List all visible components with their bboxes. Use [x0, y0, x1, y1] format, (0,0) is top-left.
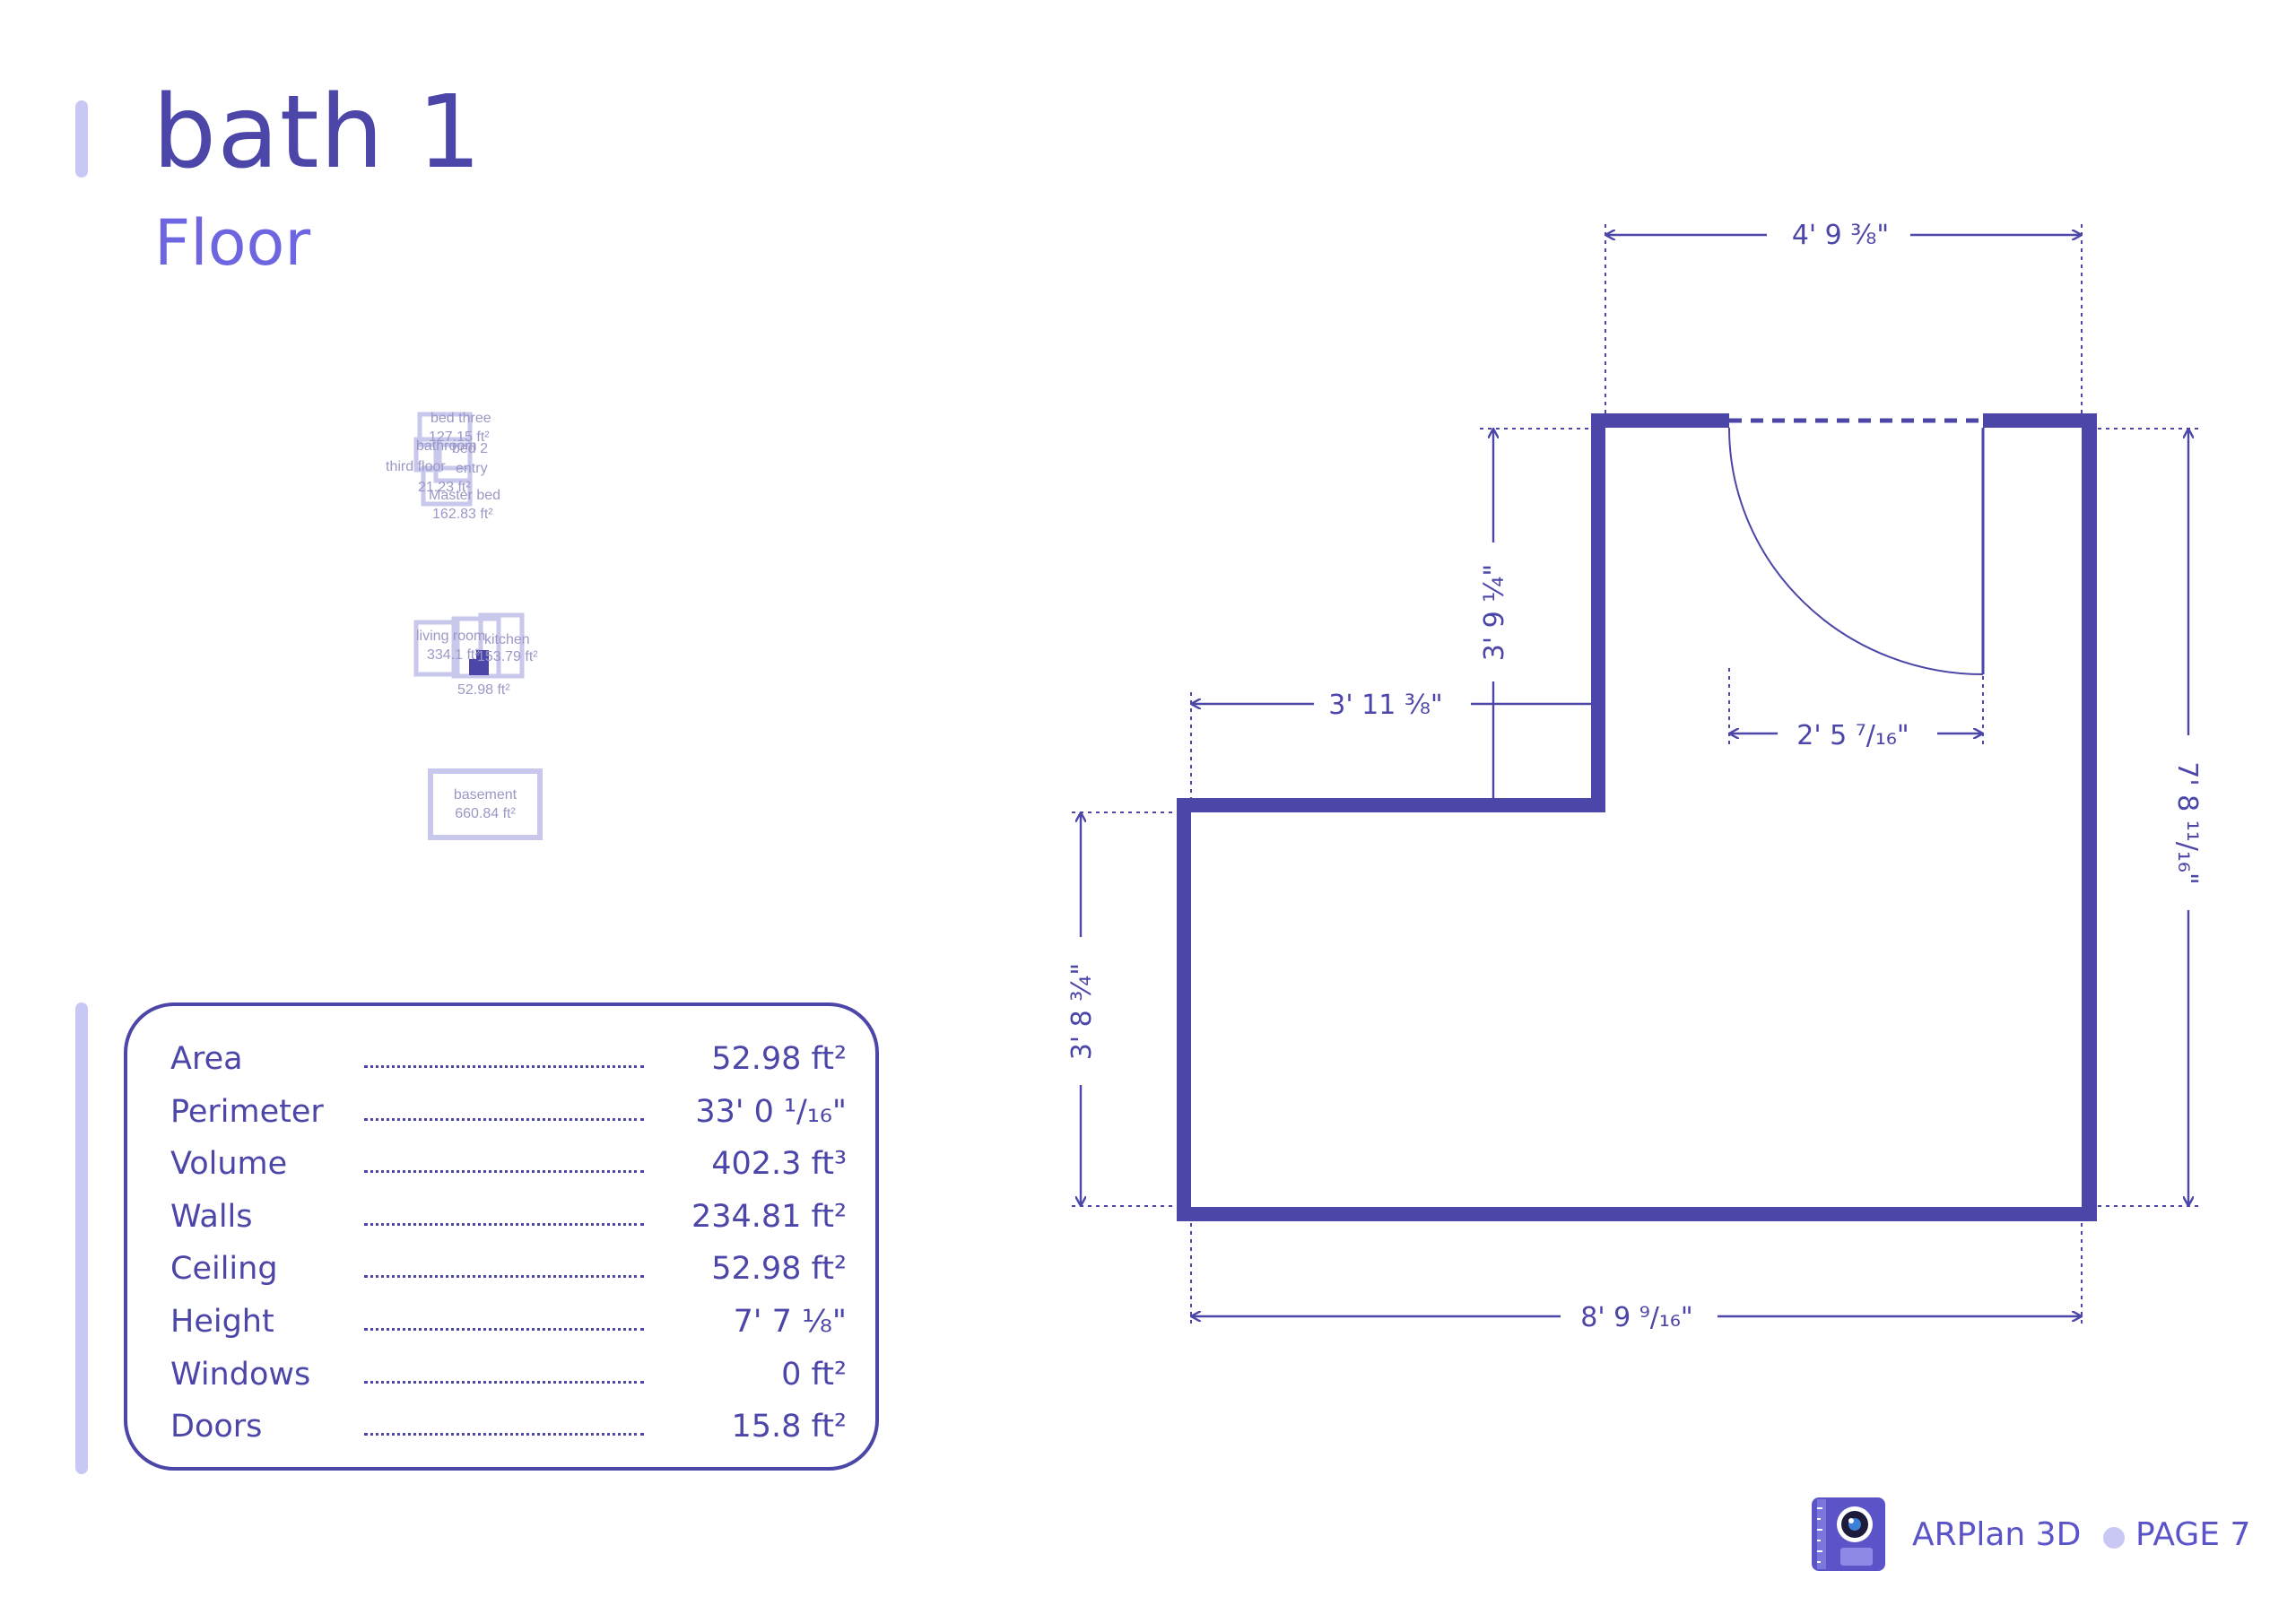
dimension-label-right: 7' 8 ¹¹/₁₆": [2171, 761, 2203, 885]
dimension-label-door: 2' 5 ⁷/₁₆": [1796, 720, 1909, 751]
minimap-room-outline: [478, 612, 525, 679]
stat-label: Windows: [170, 1356, 311, 1393]
stat-label: Perimeter: [170, 1093, 324, 1130]
dimension-lines: [1081, 235, 2188, 1316]
walls: [1177, 413, 2097, 1221]
minimap-room-area: 52.98 ft²: [457, 682, 510, 698]
app-icon-base: [1840, 1548, 1873, 1566]
app-icon-ruler-ticks: [1817, 1507, 1822, 1563]
dimension-label-step: 3' 11 ⅜": [1328, 690, 1442, 721]
minimap-main-floor: [413, 612, 525, 679]
stat-label: Height: [170, 1303, 274, 1340]
minimap-room-label: basement: [454, 787, 517, 803]
room-stats-card: Area 52.98 ft² Perimeter 33' 0 ¹/₁₆" Vol…: [124, 1002, 879, 1471]
door: [1728, 418, 1985, 675]
minimap-upper-floor: [413, 412, 473, 507]
minimap-main-labels: living room 334.1 ft² kitchen 153.79 ft²…: [416, 629, 538, 698]
stat-value: 33' 0 ¹/₁₆": [695, 1093, 847, 1130]
stat-row-walls: Walls 234.81 ft²: [170, 1191, 847, 1244]
wall-step-vertical: [1591, 413, 1605, 812]
page-title: bath 1: [152, 74, 483, 191]
stat-row-height: Height 7' 7 ⅛": [170, 1296, 847, 1349]
minimap-room-outline: [451, 616, 501, 679]
dimension-labels: 4' 9 ⅜" 3' 9 ¼" 3' 11 ⅜" 2' 5 ⁷/₁₆" 7' 8…: [1066, 220, 2203, 1333]
dimension-label-lower-left: 3' 8 ¾": [1066, 963, 1098, 1060]
dot-leader: [364, 1222, 644, 1226]
minimap-lower-labels: basement 660.84 ft²: [454, 787, 517, 821]
minimap-basement-outline: [428, 768, 543, 840]
app-icon-ruler: [1817, 1499, 1826, 1569]
stat-row-doors: Doors 15.8 ft²: [170, 1401, 847, 1454]
dot-leader: [364, 1380, 644, 1384]
minimap-room-area: 153.79 ft²: [477, 649, 538, 664]
minimap-room-area: 660.84 ft²: [455, 806, 516, 821]
stat-value: 7' 7 ⅛": [733, 1303, 847, 1340]
minimap-room-label: third floor: [386, 459, 446, 474]
door-swing-arc: [1728, 427, 1984, 675]
minimap-room-area: 162.83 ft²: [432, 507, 493, 522]
minimap-room-outline: [421, 465, 473, 507]
footer-brand: ARPlan 3D: [1912, 1516, 2082, 1553]
stat-label: Walls: [170, 1198, 253, 1235]
building-minimap: bed three 127.15 ft² bathroom bed 2 thir…: [386, 411, 543, 840]
dot-leader: [364, 1065, 644, 1068]
dot-leader: [364, 1433, 644, 1436]
stat-row-windows: Windows 0 ft²: [170, 1349, 847, 1402]
arplan-app-icon: [1812, 1497, 1885, 1571]
minimap-current-room: [469, 650, 489, 675]
minimap-room-label: entry: [456, 461, 488, 476]
stat-row-volume: Volume 402.3 ft³: [170, 1138, 847, 1191]
stat-row-perimeter: Perimeter 33' 0 ¹/₁₆": [170, 1086, 847, 1139]
minimap-room-area: 21.23 ft²: [418, 480, 471, 495]
dot-leader: [364, 1275, 644, 1279]
stat-value: 15.8 ft²: [731, 1409, 847, 1445]
wall-right: [2082, 413, 2097, 1221]
stat-value: 0 ft²: [781, 1356, 847, 1393]
extension-lines: [1072, 224, 2199, 1327]
wall-top-right: [1983, 413, 2097, 428]
minimap-room-label: living room: [416, 629, 485, 644]
wall-step-horizontal: [1177, 798, 1605, 812]
minimap-room-outline: [413, 620, 460, 677]
dimension-label-upper-left: 3' 9 ¼": [1479, 564, 1510, 661]
stats-accent-bar: [75, 1002, 88, 1474]
stat-value: 234.81 ft²: [691, 1198, 847, 1235]
page-subtitle: Floor: [154, 206, 311, 280]
minimap-room-label: bathroom: [416, 438, 477, 454]
wall-left: [1177, 798, 1191, 1221]
stat-value: 402.3 ft³: [711, 1146, 847, 1183]
minimap-room-label: kitchen: [484, 632, 530, 647]
wall-bottom: [1177, 1207, 2097, 1221]
dimension-label-top: 4' 9 ⅜": [1792, 220, 1889, 251]
wall-top-left: [1591, 413, 1729, 428]
minimap-room-outline: [417, 412, 473, 447]
stat-value: 52.98 ft²: [711, 1041, 847, 1077]
footer-dot: [2103, 1527, 2125, 1549]
dot-leader: [364, 1327, 644, 1331]
stat-row-area: Area 52.98 ft²: [170, 1033, 847, 1086]
minimap-room-area: 334.1 ft²: [427, 647, 480, 663]
dot-leader: [364, 1117, 644, 1121]
page-number: PAGE 7: [2135, 1516, 2251, 1553]
stat-label: Ceiling: [170, 1251, 278, 1288]
app-icon-lens-highlight: [1848, 1518, 1854, 1523]
stat-row-ceiling: Ceiling 52.98 ft²: [170, 1243, 847, 1296]
stat-label: Area: [170, 1041, 243, 1077]
stat-value: 52.98 ft²: [711, 1251, 847, 1288]
dimension-label-bottom: 8' 9 ⁹/₁₆": [1580, 1302, 1692, 1333]
minimap-room-label: bed three: [430, 411, 491, 426]
minimap-upper-labels: bed three 127.15 ft² bathroom bed 2 thir…: [386, 411, 500, 522]
stat-label: Doors: [170, 1409, 263, 1445]
minimap-room-label: Master bed: [429, 488, 500, 503]
dot-leader: [364, 1170, 644, 1174]
title-accent-bar: [75, 100, 88, 178]
minimap-room-outline: [433, 437, 473, 483]
minimap-room-area: 127.15 ft²: [429, 430, 490, 445]
minimap-room-label: bed 2: [452, 441, 488, 456]
stat-label: Volume: [170, 1146, 288, 1183]
